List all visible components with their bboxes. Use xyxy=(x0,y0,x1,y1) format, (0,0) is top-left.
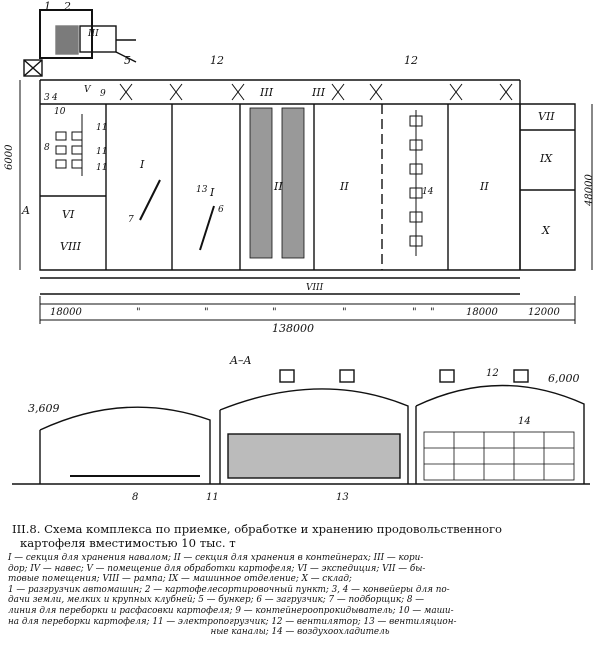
plan-left-label: 11 xyxy=(96,163,107,173)
plan-left-label: 8 xyxy=(44,143,50,153)
plan-room-label: 14 xyxy=(422,187,434,197)
figure-legend: I — секция для хранения навалом; II — се… xyxy=(8,553,592,638)
sorting-point-block xyxy=(39,9,93,59)
plan-room-label: II xyxy=(273,180,283,193)
section-label: 14 xyxy=(518,416,531,427)
legend-line: 1 — разгрузчик автомашин; 2 — картофелес… xyxy=(8,584,450,595)
air-cooler-column xyxy=(409,110,423,256)
plan-span-dim: " xyxy=(136,307,141,318)
plan-top-label: 5 xyxy=(124,54,131,67)
legend-line: товые помещения; VIII — рампа; IX — маши… xyxy=(8,574,352,585)
unloader-box xyxy=(23,59,43,77)
bulk-potato-pile xyxy=(227,433,401,479)
section-labels: A–A 3,609 6,000 12 8 11 13 14 xyxy=(28,354,580,503)
container-grid-left xyxy=(249,107,305,259)
plan-labels: 1 2 III 5 12 III 12 III VII 3 4 10 V 9 1… xyxy=(4,0,595,335)
plan-room-label: IX xyxy=(539,152,553,165)
plan-span-dim: " xyxy=(412,307,417,318)
legend-line: ные каналы; 14 — воздухоохладитель xyxy=(210,627,390,638)
section-elevation: 6,000 xyxy=(548,372,580,385)
plan-top-label: 2 xyxy=(63,0,71,13)
plan-room-label: II xyxy=(479,180,489,193)
plan-left-label: 9 xyxy=(100,89,106,99)
section-label: 11 xyxy=(206,492,219,503)
section-drawing xyxy=(12,369,590,485)
legend-line: I — секция для хранения навалом; II — се… xyxy=(8,553,424,563)
plan-room-label: I xyxy=(139,158,145,171)
plan-room-label: I xyxy=(209,186,215,199)
plan-corner-label: 3 xyxy=(44,93,50,103)
plan-corner-label: 4 xyxy=(51,93,58,103)
section-elevation: 3,609 xyxy=(28,402,60,415)
plan-room-label: 7 xyxy=(128,215,134,225)
plan-span-dim: 12000 xyxy=(528,307,560,318)
plan-left-label: V xyxy=(84,85,92,95)
plan-room-label: X xyxy=(541,224,551,237)
roof-vent xyxy=(279,369,295,383)
plan-total-dim: 138000 xyxy=(272,322,314,335)
plan-span-dim: 18000 xyxy=(466,307,498,318)
plan-left-label: 11 xyxy=(96,147,107,157)
hopper-block xyxy=(79,25,117,53)
plan-left-label: VI xyxy=(62,208,75,221)
plan-top-label: III xyxy=(87,29,99,39)
plan-left-label: 10 xyxy=(54,107,66,117)
section-label: 8 xyxy=(132,492,138,503)
section-label: 12 xyxy=(486,368,499,379)
plan-room-label: 6 xyxy=(218,205,224,215)
container-rows xyxy=(423,431,575,481)
plan-top-label: 1 xyxy=(44,0,51,13)
plan-room-label: 13 xyxy=(196,185,208,195)
plan-top-label: VII xyxy=(538,110,555,123)
legend-line: дачи земли, мелких и крупных клубней; 5 … xyxy=(8,595,425,606)
section-title: A–A xyxy=(229,354,251,367)
plan-span-dim: " xyxy=(204,307,209,318)
plan-height-dim: 48000 xyxy=(584,174,595,207)
roof-vent xyxy=(439,369,455,383)
caption-line: картофеля вместимостью 10 тыс. т xyxy=(20,536,236,550)
roof-vent xyxy=(339,369,355,383)
plan-span-dim: 18000 xyxy=(50,307,82,318)
plan-span-dim: " xyxy=(342,307,347,318)
plan-left-label: 11 xyxy=(96,123,107,133)
technical-drawing: 1 2 III 5 12 III 12 III VII 3 4 10 V 9 1… xyxy=(4,0,595,503)
caption-line: III.8. Схема комплекса по приемке, обраб… xyxy=(12,522,503,536)
plan-top-label: 12 xyxy=(404,54,418,67)
legend-line: на для переборки картофеля; 11 — электро… xyxy=(8,616,457,627)
plan-span-dim: " xyxy=(272,307,277,318)
legend-line: дор; IV — навес; V — помещение для обраб… xyxy=(8,563,426,574)
plan-section-mark: A xyxy=(21,204,30,217)
figure-caption: III.8. Схема комплекса по приемке, обраб… xyxy=(12,522,590,550)
plan-span-dim: " xyxy=(430,307,435,318)
plan-room-label: VIII xyxy=(306,283,324,293)
floor-plan xyxy=(19,9,593,324)
plan-top-label: III xyxy=(259,86,274,99)
section-label: 13 xyxy=(336,492,349,503)
plan-height-dim: 6000 xyxy=(4,144,15,170)
plan-left-label: VIII xyxy=(60,240,82,253)
plan-top-label: III xyxy=(311,86,326,99)
plan-room-label: II xyxy=(339,180,349,193)
plan-top-label: 12 xyxy=(210,54,224,67)
roof-vent xyxy=(513,369,529,383)
legend-line: линия для переборки и расфасовки картофе… xyxy=(8,605,454,616)
